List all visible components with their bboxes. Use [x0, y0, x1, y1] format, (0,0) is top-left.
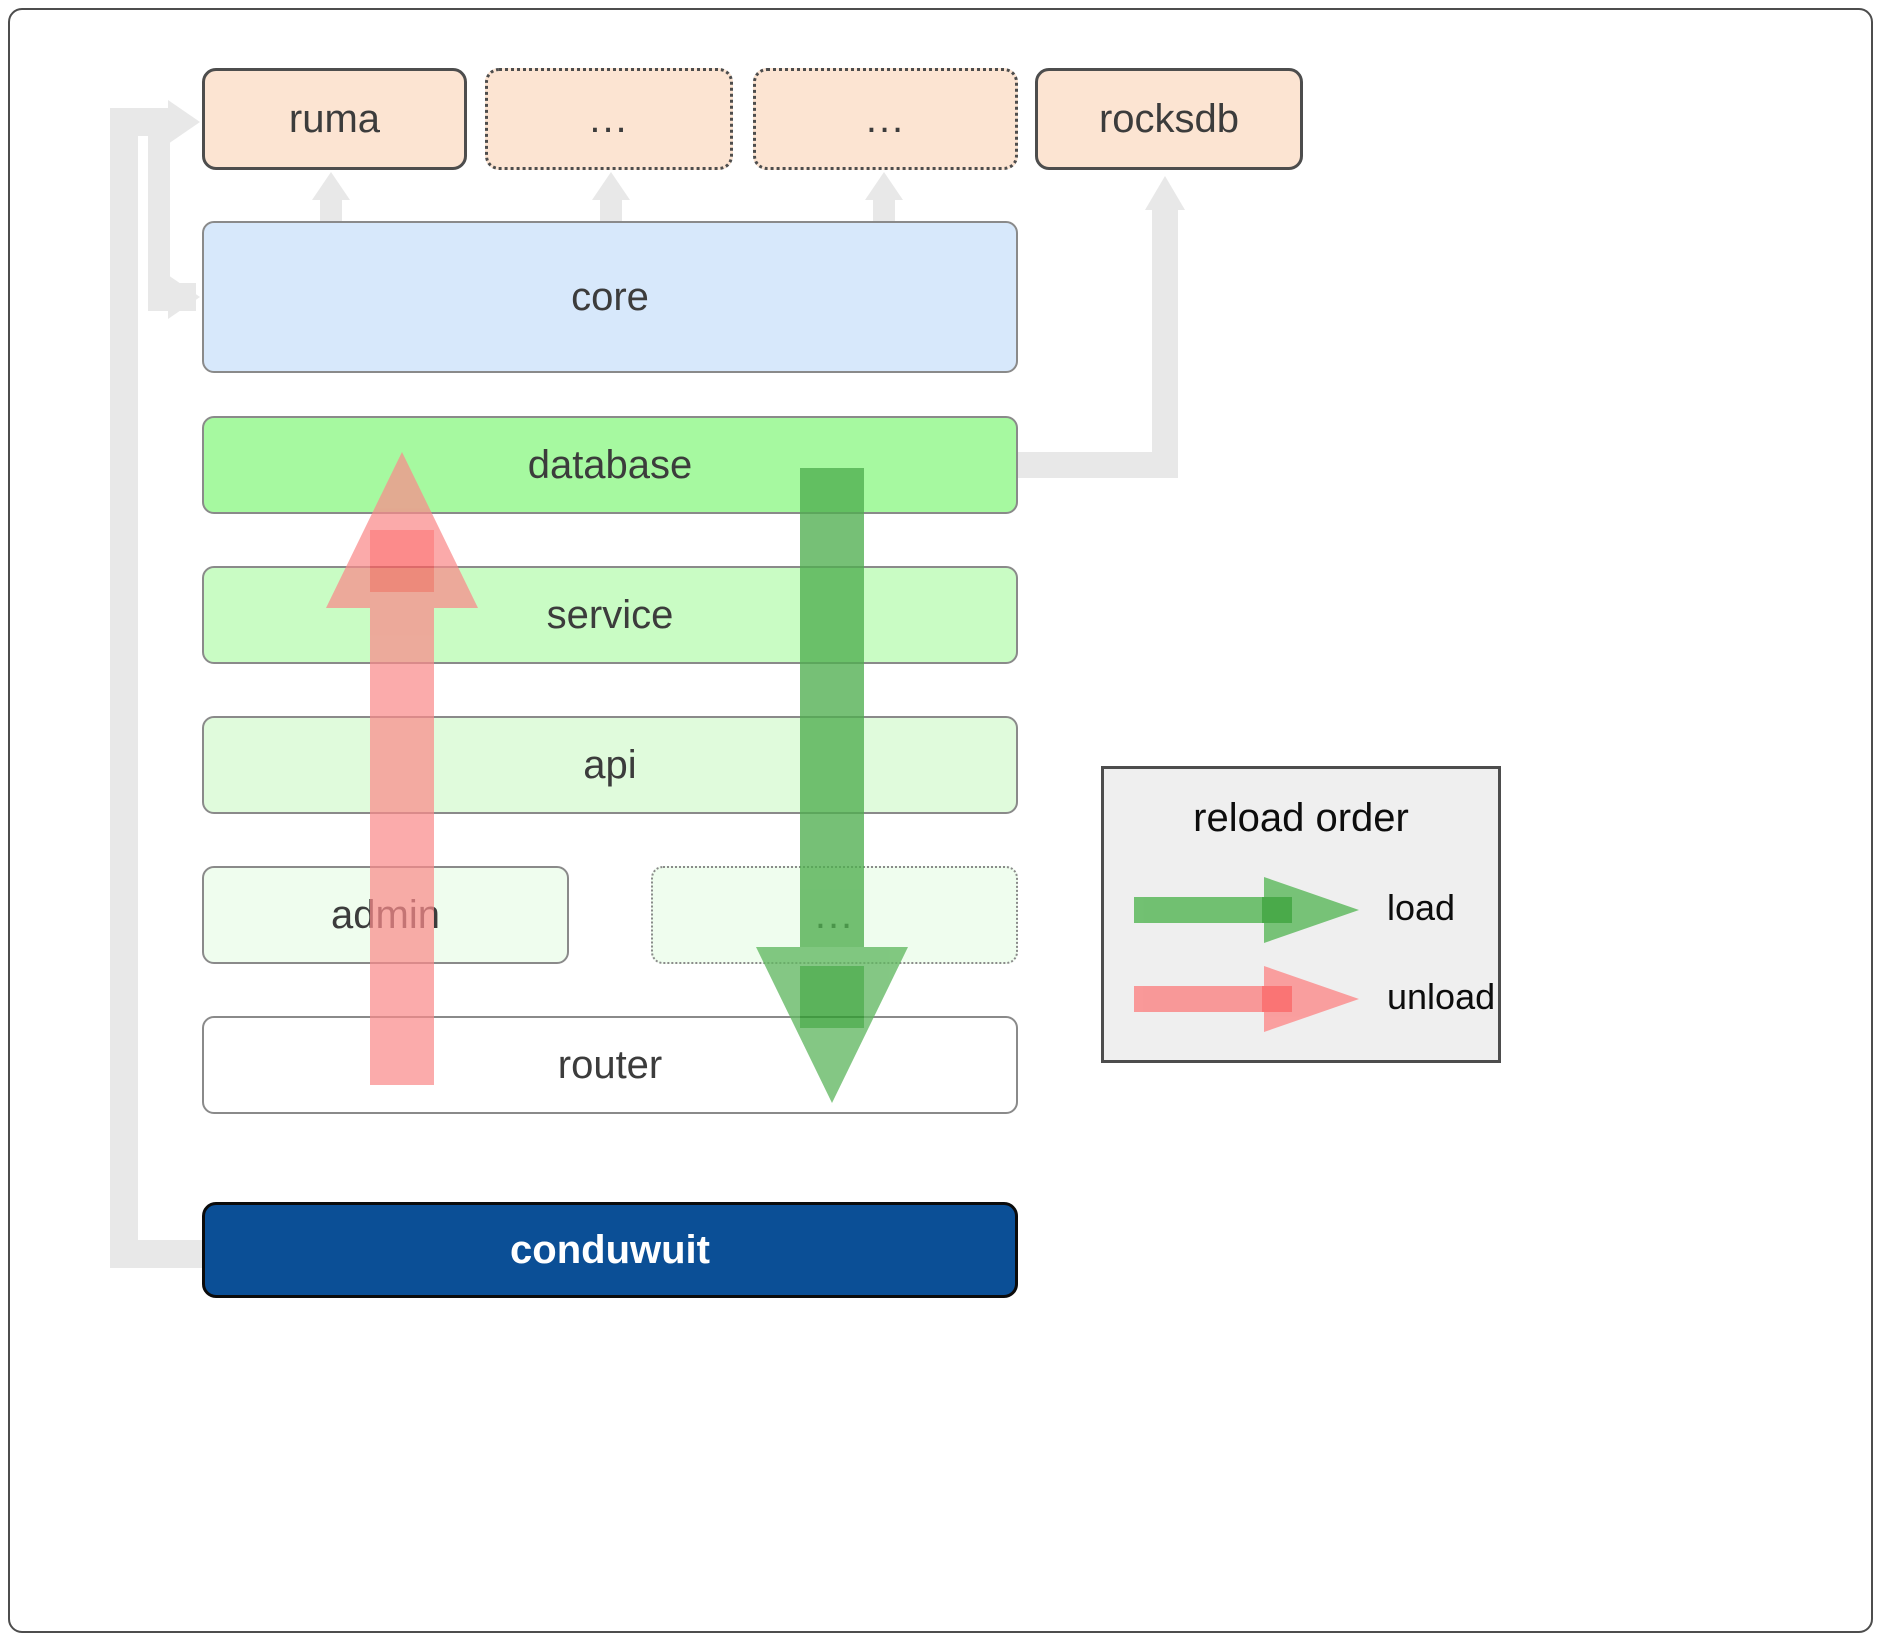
layer-box-api[interactable]: api — [202, 716, 1018, 814]
dependency-label: ... — [865, 97, 906, 141]
dependency-label: ... — [589, 97, 629, 141]
dependency-box-3[interactable]: ... — [753, 68, 1018, 170]
layer-label: ... — [814, 893, 855, 937]
layer-label: admin — [331, 892, 440, 937]
root-box-conduwuit[interactable]: conduwuit — [202, 1202, 1018, 1298]
layer-label: router — [557, 1042, 663, 1087]
legend-arrow-unload — [1134, 966, 1359, 1032]
dependency-label: rocksdb — [1098, 96, 1240, 141]
layer-box-database[interactable]: database — [202, 416, 1018, 514]
core-box[interactable]: core — [202, 221, 1018, 373]
layer-box-router[interactable]: router — [202, 1016, 1018, 1114]
legend-arrow-load — [1134, 877, 1359, 943]
dependency-label: ruma — [288, 96, 381, 141]
dependency-box-rocksdb[interactable]: rocksdb — [1035, 68, 1303, 170]
core-label: core — [571, 274, 649, 319]
legend-label-unload: unload — [1387, 976, 1496, 1017]
layer-label: database — [527, 442, 693, 487]
layer-box-service[interactable]: service — [202, 566, 1018, 664]
dependency-box-2[interactable]: ... — [485, 68, 733, 170]
dependency-box-ruma[interactable]: ruma — [202, 68, 467, 170]
legend-title: reload order — [1193, 796, 1409, 840]
legend-box: reload order load unload — [1101, 766, 1501, 1063]
layer-box-admin[interactable]: admin — [202, 866, 569, 964]
layer-label: service — [546, 592, 674, 637]
layer-label: api — [583, 742, 637, 787]
root-label: conduwuit — [510, 1227, 710, 1272]
layer-box-ellipsis[interactable]: ... — [651, 866, 1018, 964]
legend-label-load: load — [1387, 887, 1456, 928]
